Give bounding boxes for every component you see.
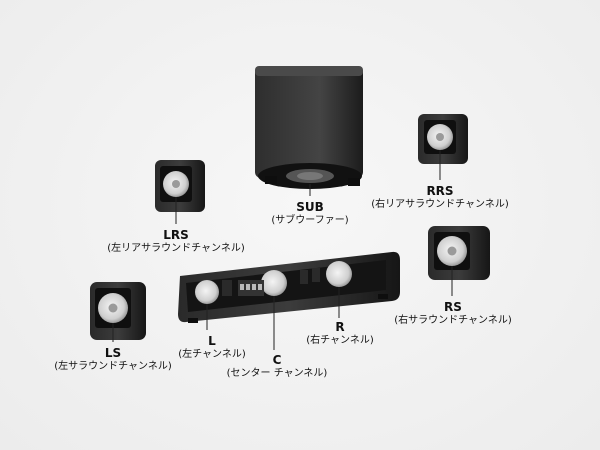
ls-code: LS — [104, 346, 122, 360]
sub-desc: (サブウーファー) — [271, 215, 349, 226]
sub-code: SUB — [296, 200, 324, 214]
rrs-desc: (右リアサラウンドチャンネル) — [371, 199, 509, 210]
rs-code: RS — [444, 300, 462, 314]
lrs-desc: (左リアサラウンドチャンネル) — [107, 243, 245, 254]
lrs-code: LRS — [163, 228, 189, 242]
rs-speaker — [428, 226, 490, 280]
rrs-code: RRS — [426, 184, 454, 198]
ls-speaker — [90, 282, 146, 340]
l-code: L — [208, 334, 216, 348]
r-desc: (右チャンネル) — [306, 335, 374, 346]
c-label: C (センター チャンネル) — [222, 353, 332, 381]
sub-label: SUB (サブウーファー) — [260, 200, 360, 228]
l-desc: (左チャンネル) — [178, 349, 246, 360]
r-code: R — [335, 320, 345, 334]
rrs-speaker — [418, 114, 468, 164]
ls-label: LS (左サラウンドチャンネル) — [38, 346, 188, 374]
rrs-label: RRS (右リアサラウンドチャンネル) — [360, 184, 520, 212]
l-label: L (左チャンネル) — [172, 334, 252, 362]
rs-label: RS (右サラウンドチャンネル) — [378, 300, 528, 328]
c-desc: (センター チャンネル) — [226, 368, 328, 379]
lrs-speaker — [155, 160, 205, 212]
ls-desc: (左サラウンドチャンネル) — [54, 361, 172, 372]
soundbar-speaker — [178, 251, 400, 323]
subwoofer-speaker — [255, 66, 363, 189]
lrs-label: LRS (左リアサラウンドチャンネル) — [96, 228, 256, 256]
r-label: R (右チャンネル) — [302, 320, 378, 348]
rs-desc: (右サラウンドチャンネル) — [394, 315, 512, 326]
c-code: C — [272, 353, 282, 367]
